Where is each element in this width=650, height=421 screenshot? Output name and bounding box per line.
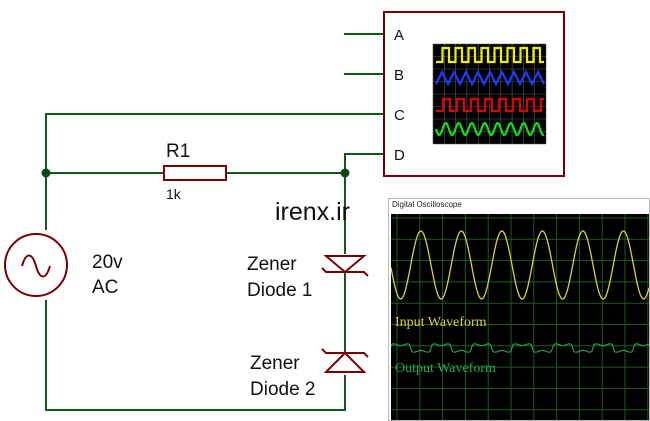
- zener1-cathode-bar: [321, 267, 369, 277]
- sine-wave-green-icon: [434, 121, 545, 137]
- zener2-triangle: [323, 351, 367, 373]
- channel-label-b: B: [394, 67, 404, 84]
- zener1-label-line1: Zener: [247, 254, 297, 275]
- source-voltage-label: 20v: [92, 252, 123, 273]
- junction-node-left: [41, 168, 51, 178]
- resistor-body: [163, 165, 227, 181]
- zener2-label-line1: Zener: [250, 353, 300, 374]
- channel-label-c: C: [394, 107, 405, 124]
- oscilloscope-instrument: A B C D: [383, 11, 565, 177]
- resistor-value-label: 1k: [166, 186, 182, 202]
- wires: [45, 33, 384, 411]
- resistor-name-label: R1: [166, 141, 190, 162]
- zener1-triangle: [323, 255, 367, 274]
- resistor-r1: R1 1k: [163, 141, 227, 202]
- input-waveform-trace: [391, 230, 649, 300]
- sine-symbol: [21, 254, 51, 278]
- oscilloscope-screen-icon: [432, 43, 547, 145]
- square-wave-yellow-icon: [436, 46, 544, 64]
- oscilloscope-display: Input Waveform Output Waveform: [391, 214, 649, 420]
- zener-diode-1: Zener Diode 1: [247, 254, 369, 301]
- square-wave-red-icon: [436, 97, 544, 113]
- output-waveform-label: Output Waveform: [395, 361, 496, 376]
- source-type-label: AC: [92, 277, 118, 298]
- oscilloscope-screen-grid: [432, 43, 547, 145]
- output-waveform-trace: [391, 343, 649, 353]
- channel-label-d: D: [394, 147, 405, 164]
- channel-label-a: A: [394, 27, 404, 44]
- zener1-label-line2: Diode 1: [247, 280, 313, 301]
- wire-source-down-to-bottom: [45, 300, 346, 411]
- wire-right-node-to-channel-d: [344, 153, 384, 173]
- ac-source-icon: [4, 233, 68, 297]
- display-grid: [391, 214, 649, 420]
- oscilloscope-trace-area: Input Waveform Output Waveform: [391, 214, 649, 420]
- input-waveform-label: Input Waveform: [395, 315, 487, 330]
- wire-top-to-channel-c: [45, 113, 384, 173]
- junction-node-right: [340, 168, 350, 178]
- window-title: Digital Oscilloscope: [392, 200, 462, 209]
- digital-oscilloscope-window[interactable]: Digital Oscilloscope Input Waveform Outp…: [388, 198, 650, 421]
- triangle-wave-blue-icon: [435, 69, 545, 87]
- ac-source: 20v AC: [4, 233, 123, 298]
- zener-diode-2: Zener Diode 2: [250, 348, 369, 400]
- zener2-label-line2: Diode 2: [250, 379, 316, 400]
- watermark-text: irenx.ir: [275, 198, 350, 226]
